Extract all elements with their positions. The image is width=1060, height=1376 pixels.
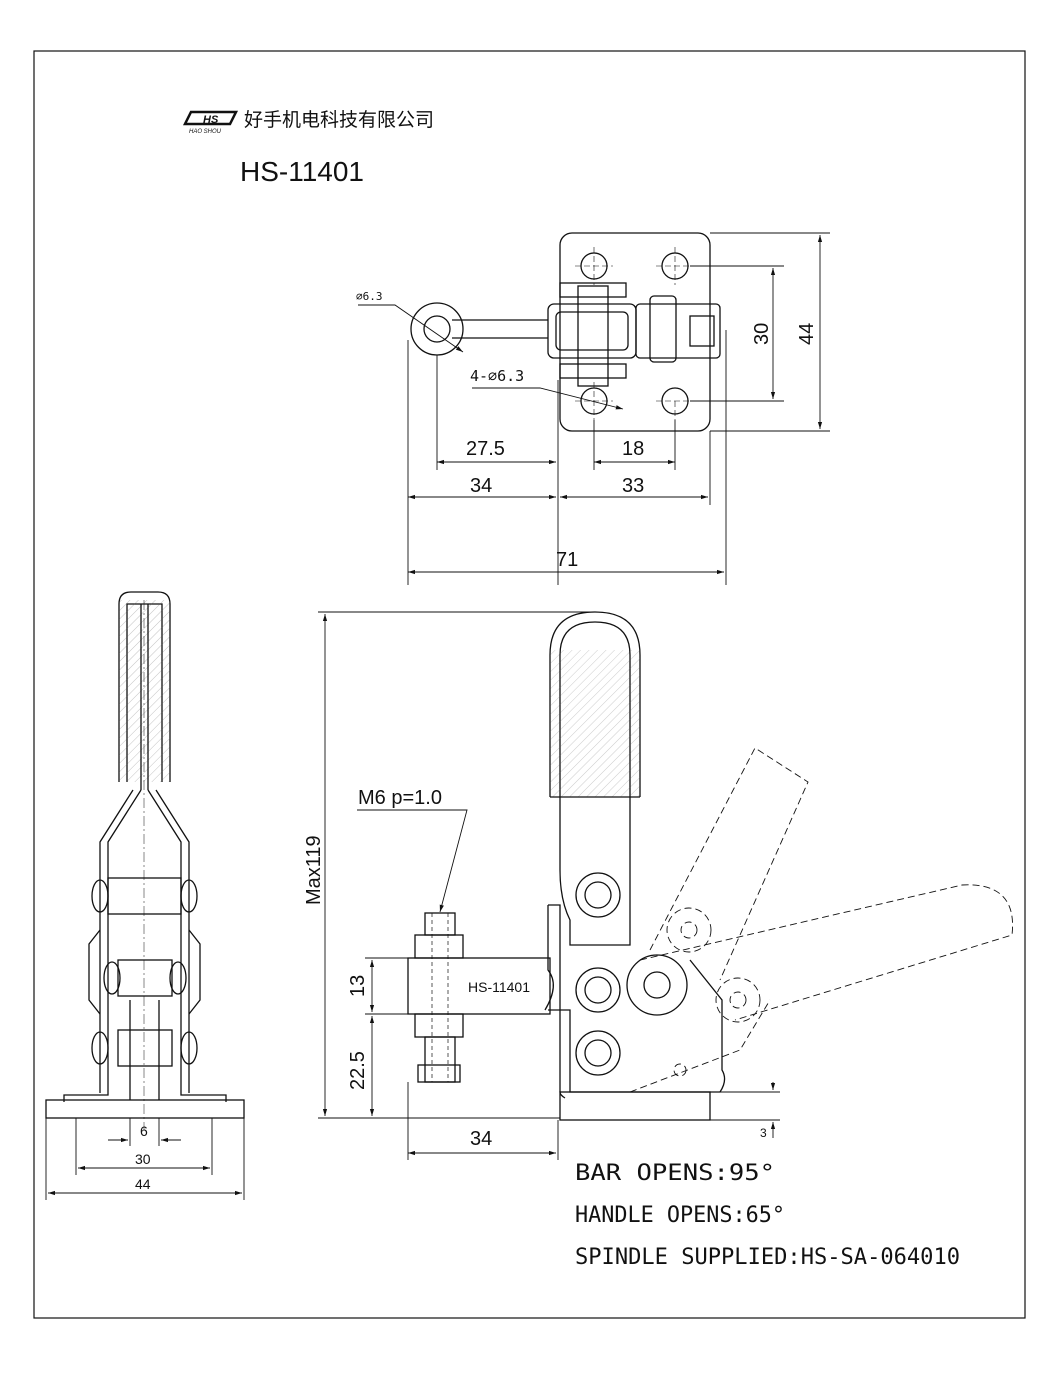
dim-hole-diameter: ∅6.3	[356, 290, 383, 303]
side-view	[407, 611, 1014, 1121]
dim-71: 71	[556, 549, 578, 571]
dim-33: 33	[622, 475, 644, 497]
dim-3: 3	[760, 1126, 767, 1140]
drawing-border	[33, 50, 1026, 1319]
dim-13: 13	[347, 975, 369, 997]
brand-logo: HS HAO SHOU	[182, 110, 239, 135]
front-view-dimensions	[45, 1118, 245, 1200]
drawing-title: HS-11401	[240, 156, 364, 187]
dim-30-front: 30	[135, 1151, 151, 1167]
dim-34-top: 34	[470, 475, 492, 497]
note-bar-opens: BAR OPENS:95°	[575, 1161, 775, 1186]
dim-22-5: 22.5	[347, 1051, 369, 1090]
dim-34-side: 34	[470, 1128, 492, 1150]
dim-44-vertical: 44	[796, 323, 818, 345]
part-label: HS-11401	[468, 979, 530, 995]
logo-subtext: HAO SHOU	[189, 129, 222, 135]
note-handle-opens: HANDLE OPENS:65°	[575, 1203, 785, 1228]
logo-text: HS	[203, 114, 219, 126]
company-name: 好手机电科技有限公司	[244, 109, 434, 131]
top-view	[410, 232, 721, 432]
front-view	[45, 591, 245, 1130]
dim-6: 6	[140, 1123, 148, 1139]
dim-max119: Max119	[303, 835, 325, 905]
dim-18: 18	[622, 438, 644, 460]
thread-label: M6 p=1.0	[358, 787, 442, 809]
dim-44-front: 44	[135, 1176, 151, 1192]
dim-holes-diameter: 4-∅6.3	[470, 367, 524, 385]
side-view-dimensions	[318, 611, 780, 1160]
dim-30-vertical: 30	[751, 323, 773, 345]
note-spindle-supplied: SPINDLE SUPPLIED:HS-SA-064010	[575, 1245, 960, 1270]
dim-27-5: 27.5	[466, 438, 505, 460]
top-view-dimensions	[358, 232, 830, 585]
